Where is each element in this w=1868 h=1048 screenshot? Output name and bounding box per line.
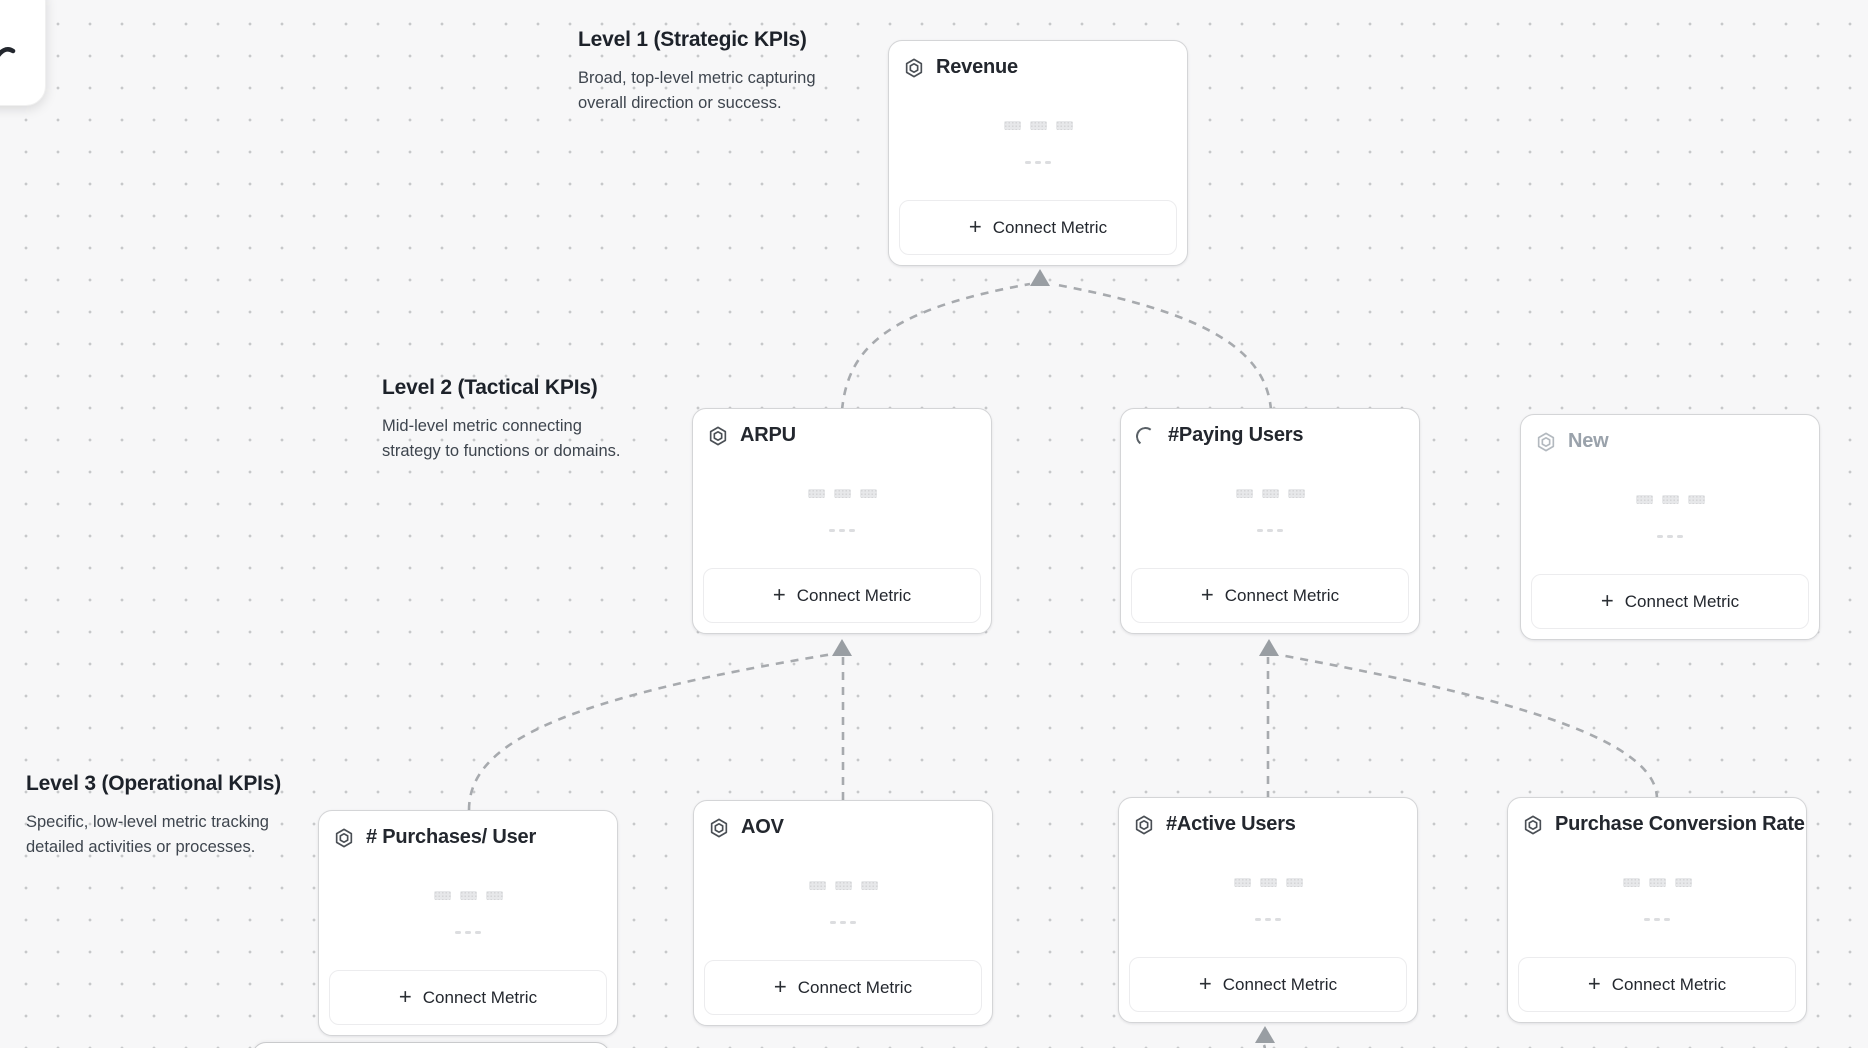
connect-metric-label: Connect Metric xyxy=(1224,585,1340,605)
metric-card-purchase-conversion-rate[interactable]: Purchase Conversion Rate + Connect Metri… xyxy=(1507,797,1807,1023)
metric-card-new[interactable]: New + Connect Metric xyxy=(1520,414,1820,640)
card-title: ARPU xyxy=(740,424,796,446)
card-header: #Active Users xyxy=(1133,813,1296,836)
card-header: # Purchases/ User xyxy=(333,826,536,849)
metric-card-revenue[interactable]: Revenue + Connect Metric xyxy=(888,40,1188,266)
chart-skeleton-dashes xyxy=(1508,918,1806,921)
card-title: #Active Users xyxy=(1166,813,1296,835)
card-header: Purchase Conversion Rate xyxy=(1522,813,1805,836)
hexagon-icon xyxy=(707,425,729,447)
metric-card-paying-users[interactable]: #Paying Users + Connect Metric xyxy=(1120,408,1420,634)
plus-icon: + xyxy=(773,973,787,999)
connect-metric-label: Connect Metric xyxy=(422,987,538,1007)
card-header: New xyxy=(1535,430,1609,453)
chart-skeleton-dashes xyxy=(319,931,617,934)
hexagon-icon xyxy=(333,827,355,849)
chart-skeleton-bars xyxy=(693,489,991,498)
canvas-corner-button[interactable] xyxy=(0,0,46,106)
card-header: AOV xyxy=(708,816,784,839)
connector-arpu-to-revenue xyxy=(840,282,1031,411)
metric-card-partial[interactable] xyxy=(252,1042,610,1048)
connect-metric-button[interactable]: + Connect Metric xyxy=(704,960,982,1015)
hexagon-icon xyxy=(1133,814,1155,836)
connector-purchases-to-arpu xyxy=(467,652,834,811)
card-header: ARPU xyxy=(707,424,796,447)
level-2-description: Mid-level metric connecting strategy to … xyxy=(382,417,621,460)
chart-skeleton-dashes xyxy=(1521,535,1819,538)
plus-icon: + xyxy=(1587,970,1601,996)
connect-metric-label: Connect Metric xyxy=(992,217,1108,237)
chart-skeleton-dashes xyxy=(694,921,992,924)
card-title: Revenue xyxy=(936,56,1018,78)
level-1-label: Level 1 (Strategic KPIs) Broad, top-leve… xyxy=(578,28,843,116)
hexagon-icon xyxy=(903,57,925,79)
hexagon-icon xyxy=(1522,814,1544,836)
spinner-icon xyxy=(1134,425,1157,447)
level-2-label: Level 2 (Tactical KPIs) Mid-level metric… xyxy=(382,376,637,464)
metric-card-aov[interactable]: AOV + Connect Metric xyxy=(693,800,993,1026)
chart-skeleton-dashes xyxy=(889,161,1187,164)
plus-icon: + xyxy=(968,213,982,239)
connector-pcr-to-paying xyxy=(1279,653,1659,800)
connect-metric-label: Connect Metric xyxy=(796,585,912,605)
card-title: Purchase Conversion Rate xyxy=(1555,813,1805,835)
chart-skeleton-bars xyxy=(889,121,1187,130)
hexagon-icon xyxy=(1535,431,1557,453)
card-title: AOV xyxy=(741,816,784,838)
level-3-description: Specific, low-level metric tracking deta… xyxy=(26,813,269,856)
connect-metric-button[interactable]: + Connect Metric xyxy=(703,568,981,623)
plus-icon: + xyxy=(1198,970,1212,996)
card-title: # Purchases/ User xyxy=(366,826,537,848)
connect-metric-button[interactable]: + Connect Metric xyxy=(1518,957,1796,1012)
connect-metric-label: Connect Metric xyxy=(1222,974,1338,994)
arrowhead-revenue xyxy=(1030,269,1050,286)
plus-icon: + xyxy=(398,983,412,1009)
card-title: #Paying Users xyxy=(1168,424,1304,446)
card-title: New xyxy=(1568,430,1609,452)
level-2-title: Level 2 (Tactical KPIs) xyxy=(382,376,598,399)
chart-skeleton-bars xyxy=(1119,878,1417,887)
metric-card-purchases-per-user[interactable]: # Purchases/ User + Connect Metric xyxy=(318,810,618,1036)
connector-paying-to-revenue xyxy=(1051,282,1273,411)
card-header: Revenue xyxy=(903,56,1018,79)
metric-card-active-users[interactable]: #Active Users + Connect Metric xyxy=(1118,797,1418,1023)
connect-metric-button[interactable]: + Connect Metric xyxy=(899,200,1177,255)
chart-skeleton-dashes xyxy=(693,529,991,532)
card-header: #Paying Users xyxy=(1134,424,1304,447)
connect-metric-button[interactable]: + Connect Metric xyxy=(1131,568,1409,623)
metric-card-arpu[interactable]: ARPU + Connect Metric xyxy=(692,408,992,634)
chart-skeleton-bars xyxy=(1508,878,1806,887)
stroke-glyph-icon xyxy=(0,47,16,57)
level-3-label: Level 3 (Operational KPIs) Specific, low… xyxy=(26,772,306,860)
chart-skeleton-bars xyxy=(1121,489,1419,498)
chart-skeleton-dashes xyxy=(1121,529,1419,532)
level-1-title: Level 1 (Strategic KPIs) xyxy=(578,28,807,51)
chart-skeleton-bars xyxy=(694,881,992,890)
plus-icon: + xyxy=(1600,587,1614,613)
hexagon-icon xyxy=(708,817,730,839)
chart-skeleton-bars xyxy=(319,891,617,900)
chart-skeleton-bars xyxy=(1521,495,1819,504)
connect-metric-button[interactable]: + Connect Metric xyxy=(1531,574,1809,629)
connect-metric-button[interactable]: + Connect Metric xyxy=(1129,957,1407,1012)
arrowhead-active-users xyxy=(1255,1026,1275,1043)
plus-icon: + xyxy=(772,581,786,607)
connect-metric-label: Connect Metric xyxy=(1611,974,1727,994)
level-3-title: Level 3 (Operational KPIs) xyxy=(26,772,282,795)
connect-metric-button[interactable]: + Connect Metric xyxy=(329,970,607,1025)
arrowhead-paying xyxy=(1259,639,1279,656)
arrowhead-arpu xyxy=(832,639,852,656)
connect-metric-label: Connect Metric xyxy=(1624,591,1740,611)
connect-metric-label: Connect Metric xyxy=(797,977,913,997)
level-1-description: Broad, top-level metric capturing overal… xyxy=(578,69,816,112)
chart-skeleton-dashes xyxy=(1119,918,1417,921)
plus-icon: + xyxy=(1200,581,1214,607)
